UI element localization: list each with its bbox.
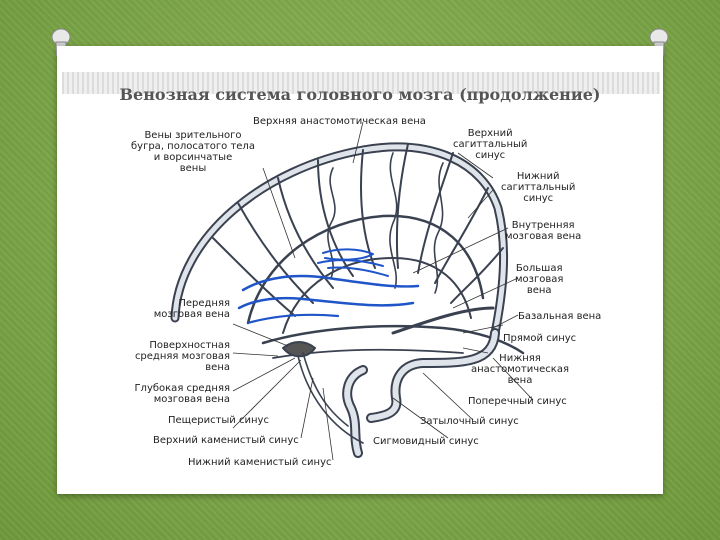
- label-transverse-sinus: Поперечный синус: [468, 396, 567, 407]
- label-inferior-sagittal-sinus: Нижний сагиттальный синус: [501, 171, 576, 204]
- label-internal-cerebral-vein: Внутренняя мозговая вена: [505, 220, 582, 242]
- venous-system-figure: Верхняя анастомотическая вена Вены зрите…: [63, 108, 663, 472]
- title-band: [62, 72, 660, 94]
- label-straight-sinus: Прямой синус: [503, 333, 577, 344]
- label-superior-anastomotic-vein: Верхняя анастомотическая вена: [253, 116, 426, 127]
- label-anterior-cerebral-vein: Передняя мозговая вена: [153, 298, 230, 320]
- label-deep-middle-cerebral-vein: Глубокая средняя мозговая вена: [134, 383, 230, 405]
- brain-veins-diagram: [170, 121, 534, 461]
- label-superior-petrosal-sinus: Верхний каменистый синус: [153, 435, 299, 446]
- label-inferior-anastomotic-vein: Нижняя анастомотическая вена: [471, 353, 569, 386]
- label-cavernous-sinus: Пещеристый синус: [168, 415, 269, 426]
- label-superficial-middle-cerebral-vein: Поверхностная средняя мозговая вена: [134, 340, 230, 373]
- label-basal-vein: Базальная вена: [518, 311, 602, 322]
- label-sigmoid-sinus: Сигмовидный синус: [373, 436, 479, 447]
- label-occipital-sinus: Затылочный синус: [420, 416, 519, 427]
- label-inferior-petrosal-sinus: Нижний каменистый синус: [188, 457, 332, 468]
- label-superior-sagittal-sinus: Верхний сагиттальный синус: [453, 128, 528, 161]
- label-thalamostriate-veins: Вены зрительного бугра, полосатого тела …: [131, 130, 255, 174]
- label-great-cerebral-vein: Большая мозговая вена: [515, 263, 564, 296]
- slide-title: Венозная система головного мозга (продол…: [119, 85, 601, 104]
